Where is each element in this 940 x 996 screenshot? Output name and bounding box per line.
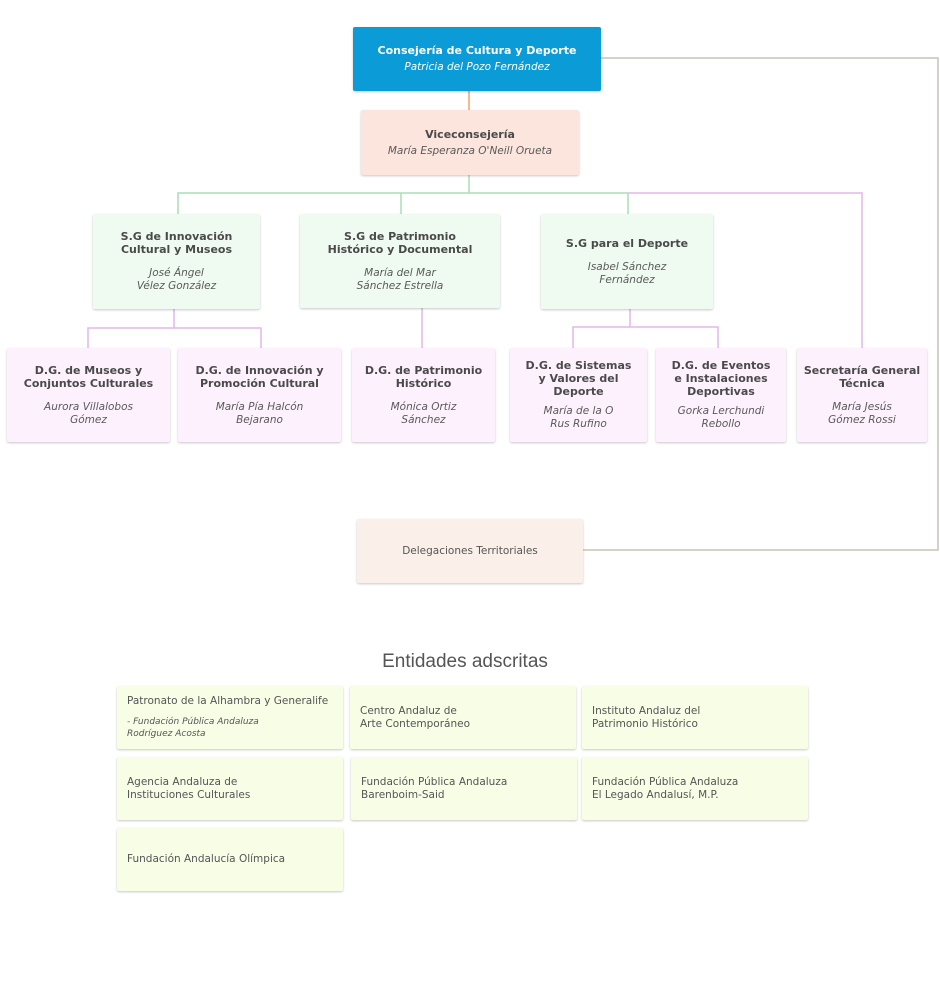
node-title: Consejería de Cultura y Deporte [377,44,577,57]
node-delegaciones[interactable]: Delegaciones Territoriales [357,519,583,583]
node-viceconsejeria[interactable]: Viceconsejería María Esperanza O'Neill O… [361,110,579,175]
node-title: Delegaciones Territoriales [402,545,538,557]
node-consejeria[interactable]: Consejería de Cultura y Deporte Patricia… [353,27,601,91]
entity-andalucia-olimpica[interactable]: Fundación Andalucía Olímpica [117,828,343,891]
entity-label: Fundación Andalucía Olímpica [127,853,286,865]
node-person: Patricia del Pozo Fernández [404,61,550,73]
entity-alhambra[interactable]: Patronato de la Alhambra y Generalife - … [117,686,343,749]
node-title: Viceconsejería [425,127,515,141]
node-person: María Esperanza O'Neill Orueta [387,144,553,157]
connector-sg3-bus [572,326,719,348]
entities-heading: Entidades adscritas [382,651,548,672]
connector-vice-secretaria [628,192,863,348]
connector-sg-bus [177,192,628,214]
connector-top-delegations [583,57,939,551]
node-title: S.G para el Deporte [565,236,689,250]
entity-label: Patronato de la Alhambra y Generalife [127,695,329,707]
connector-sg1-bus [87,327,262,348]
